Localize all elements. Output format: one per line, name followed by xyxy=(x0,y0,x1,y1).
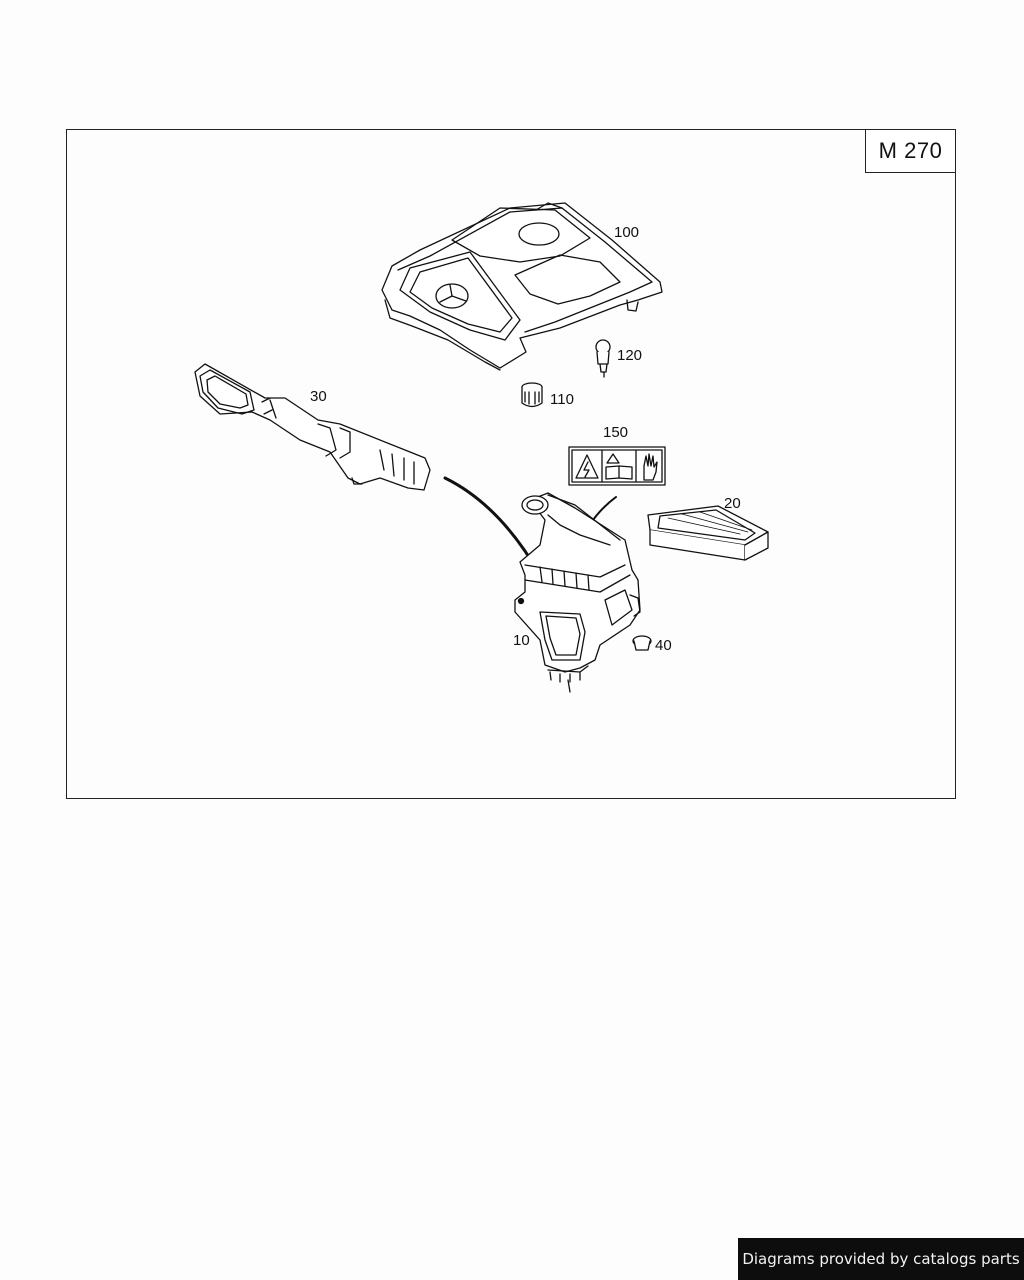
hand-warning-icon xyxy=(643,453,658,481)
callout-20: 20 xyxy=(724,495,741,512)
star-emblem-icon xyxy=(435,283,469,309)
credit-banner: Diagrams provided by catalogs parts xyxy=(738,1238,1024,1280)
callout-10: 10 xyxy=(513,632,530,649)
callout-110: 110 xyxy=(550,391,574,408)
air-filter-housing-part[interactable] xyxy=(514,492,641,693)
callout-150: 150 xyxy=(603,424,628,441)
warning-label-part[interactable] xyxy=(568,446,666,486)
callout-40: 40 xyxy=(655,637,672,654)
callout-100: 100 xyxy=(614,224,639,241)
air-intake-duct-part[interactable] xyxy=(194,363,431,491)
model-tag: M 270 xyxy=(865,129,956,173)
stud-bolt-part[interactable] xyxy=(595,339,611,378)
read-manual-icon xyxy=(605,453,633,480)
engine-cover-part[interactable] xyxy=(381,202,663,371)
grommet-part[interactable] xyxy=(521,382,543,408)
small-grommet-part[interactable] xyxy=(632,635,652,651)
high-voltage-warning-icon xyxy=(575,454,599,479)
callout-30: 30 xyxy=(310,388,327,405)
air-filter-element-part[interactable] xyxy=(647,505,769,561)
callout-120: 120 xyxy=(617,347,642,364)
